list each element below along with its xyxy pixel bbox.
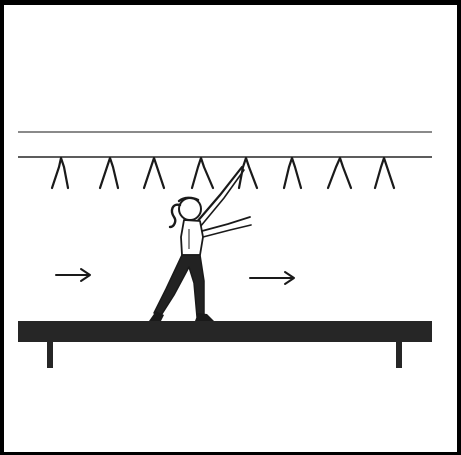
hanging-loop-icon xyxy=(328,158,351,188)
arrow-left xyxy=(56,269,90,281)
hanging-loop-icon xyxy=(284,158,301,188)
hanging-loop-icon xyxy=(144,158,164,188)
gymnast-torso xyxy=(181,220,203,255)
hanging-loop-icon xyxy=(52,158,68,188)
gymnast-extended-arm xyxy=(202,217,250,231)
hanging-loop-icon xyxy=(192,158,213,188)
beam-leg-right xyxy=(396,342,402,368)
balance-beam xyxy=(18,321,432,368)
gymnast-raised-arm xyxy=(196,167,242,223)
beam-leg-left xyxy=(47,342,53,368)
gymnast-front-foot xyxy=(195,313,214,321)
gymnast-figure xyxy=(149,167,251,321)
beam-top xyxy=(18,321,432,342)
hanging-loops xyxy=(52,158,394,188)
gymnast-beam-illustration xyxy=(4,5,457,452)
hanging-loop-icon xyxy=(375,158,394,188)
hanging-loop-icon xyxy=(100,158,118,188)
arrow-right xyxy=(250,272,294,284)
gymnast-head xyxy=(179,198,201,220)
gymnast-legs xyxy=(154,255,204,317)
